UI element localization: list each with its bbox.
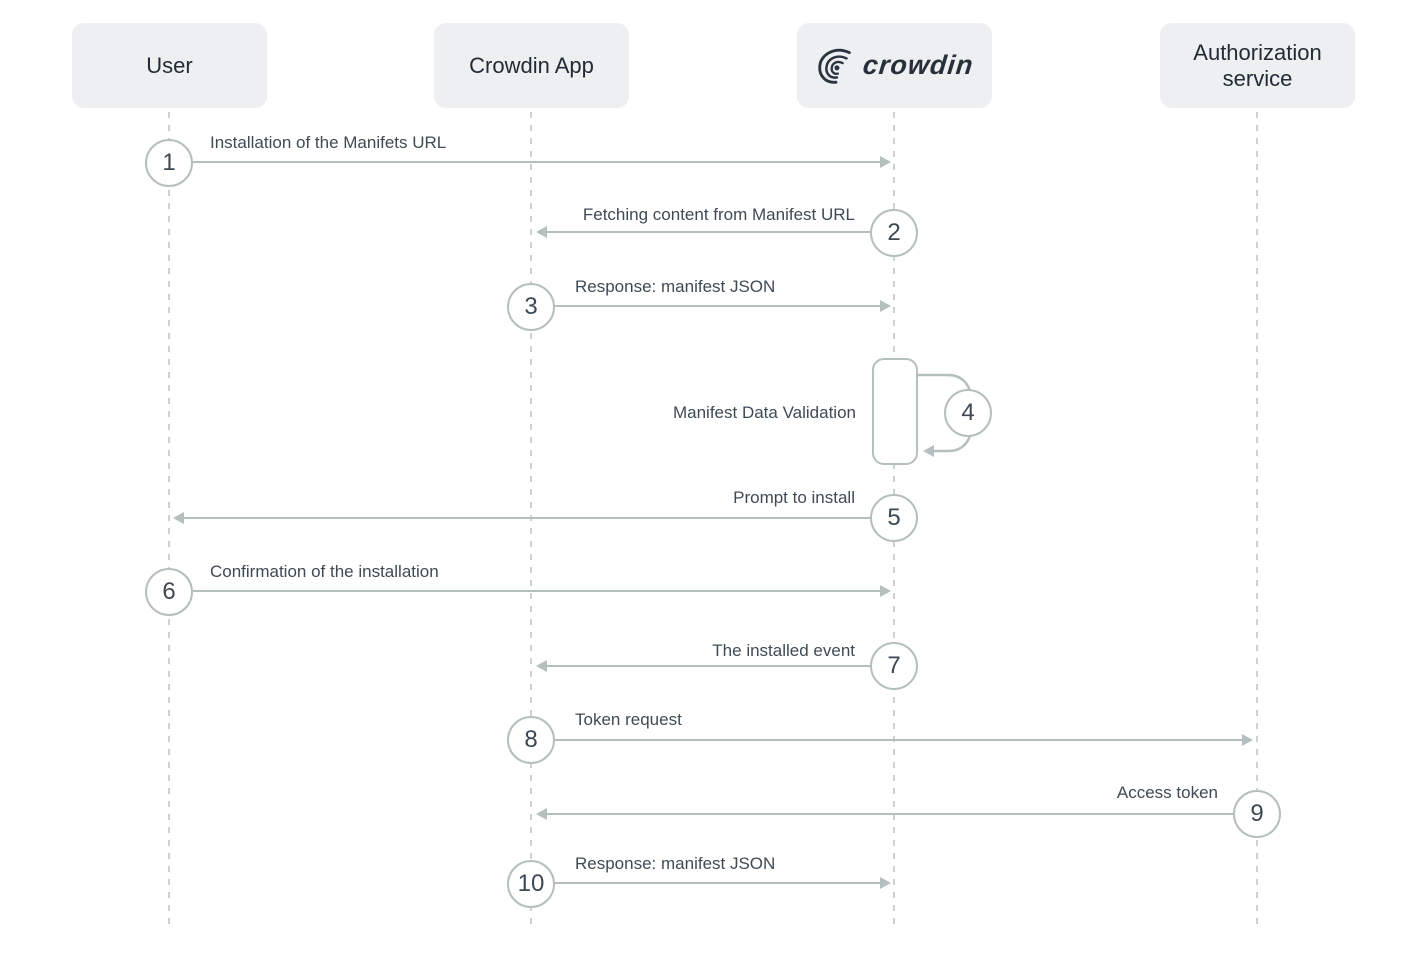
message-label-7: The installed event: [712, 641, 855, 660]
message-number-10: 10: [507, 860, 555, 908]
message-label-10: Response: manifest JSON: [575, 854, 776, 873]
actor-label-user: User: [146, 52, 193, 78]
message-number-8: 8: [507, 716, 555, 764]
message-number-1: 1: [145, 139, 193, 187]
lifeline-authorization-service: [1256, 112, 1258, 930]
message-arrow-7: [547, 665, 870, 667]
crowdin-logo: crowdin: [815, 46, 976, 86]
arrowhead-left-icon: [536, 226, 547, 238]
message-arrow-5: [184, 517, 870, 519]
message-number-3: 3: [507, 283, 555, 331]
message-number-6: 6: [145, 568, 193, 616]
lifeline-user: [168, 112, 170, 930]
message-arrow-2: [547, 231, 870, 233]
arrowhead-left-icon: [173, 512, 184, 524]
actor-label-authorization-service: Authorization service: [1193, 39, 1322, 91]
arrowhead-left-icon: [536, 660, 547, 672]
message-arrow-10: [555, 882, 880, 884]
message-label-1: Installation of the Manifets URL: [210, 133, 447, 152]
message-number-4: 4: [944, 389, 992, 437]
message-label-5: Prompt to install: [733, 488, 855, 507]
message-label-8: Token request: [575, 710, 682, 729]
actor-label-crowdin-app: Crowdin App: [469, 52, 594, 78]
actor-box-crowdin-app: Crowdin App: [434, 23, 629, 108]
message-arrow-1: [193, 161, 880, 163]
message-label-9: Access token: [1116, 783, 1218, 802]
crowdin-logo-icon: [818, 48, 852, 84]
message-arrow-3: [555, 305, 880, 307]
message-label-6: Confirmation of the installation: [210, 562, 439, 581]
crowdin-logo-wordmark: crowdin: [861, 49, 976, 80]
actor-box-user: User: [72, 23, 267, 108]
arrowhead-right-icon: [1242, 734, 1253, 746]
actor-box-crowdin: crowdin: [797, 23, 992, 108]
arrowhead-right-icon: [880, 300, 891, 312]
arrowhead-right-icon: [880, 585, 891, 597]
arrowhead-left-icon: [536, 808, 547, 820]
message-arrow-8: [555, 739, 1242, 741]
message-number-2: 2: [870, 209, 918, 257]
message-arrow-6: [193, 590, 880, 592]
lifeline-crowdin-app: [530, 112, 532, 930]
message-label-2: Fetching content from Manifest URL: [582, 205, 855, 224]
message-number-5: 5: [870, 494, 918, 542]
message-label-4: Manifest Data Validation: [672, 403, 856, 422]
message-number-9: 9: [1233, 790, 1281, 838]
message-number-7: 7: [870, 642, 918, 690]
message-label-3: Response: manifest JSON: [575, 277, 776, 296]
self-loop-arrow: [916, 373, 974, 457]
arrowhead-right-icon: [880, 156, 891, 168]
activation-box: [872, 358, 918, 465]
message-arrow-9: [547, 813, 1233, 815]
actor-box-authorization-service: Authorization service: [1160, 23, 1355, 108]
arrowhead-left-icon: [923, 445, 934, 457]
arrowhead-right-icon: [880, 877, 891, 889]
